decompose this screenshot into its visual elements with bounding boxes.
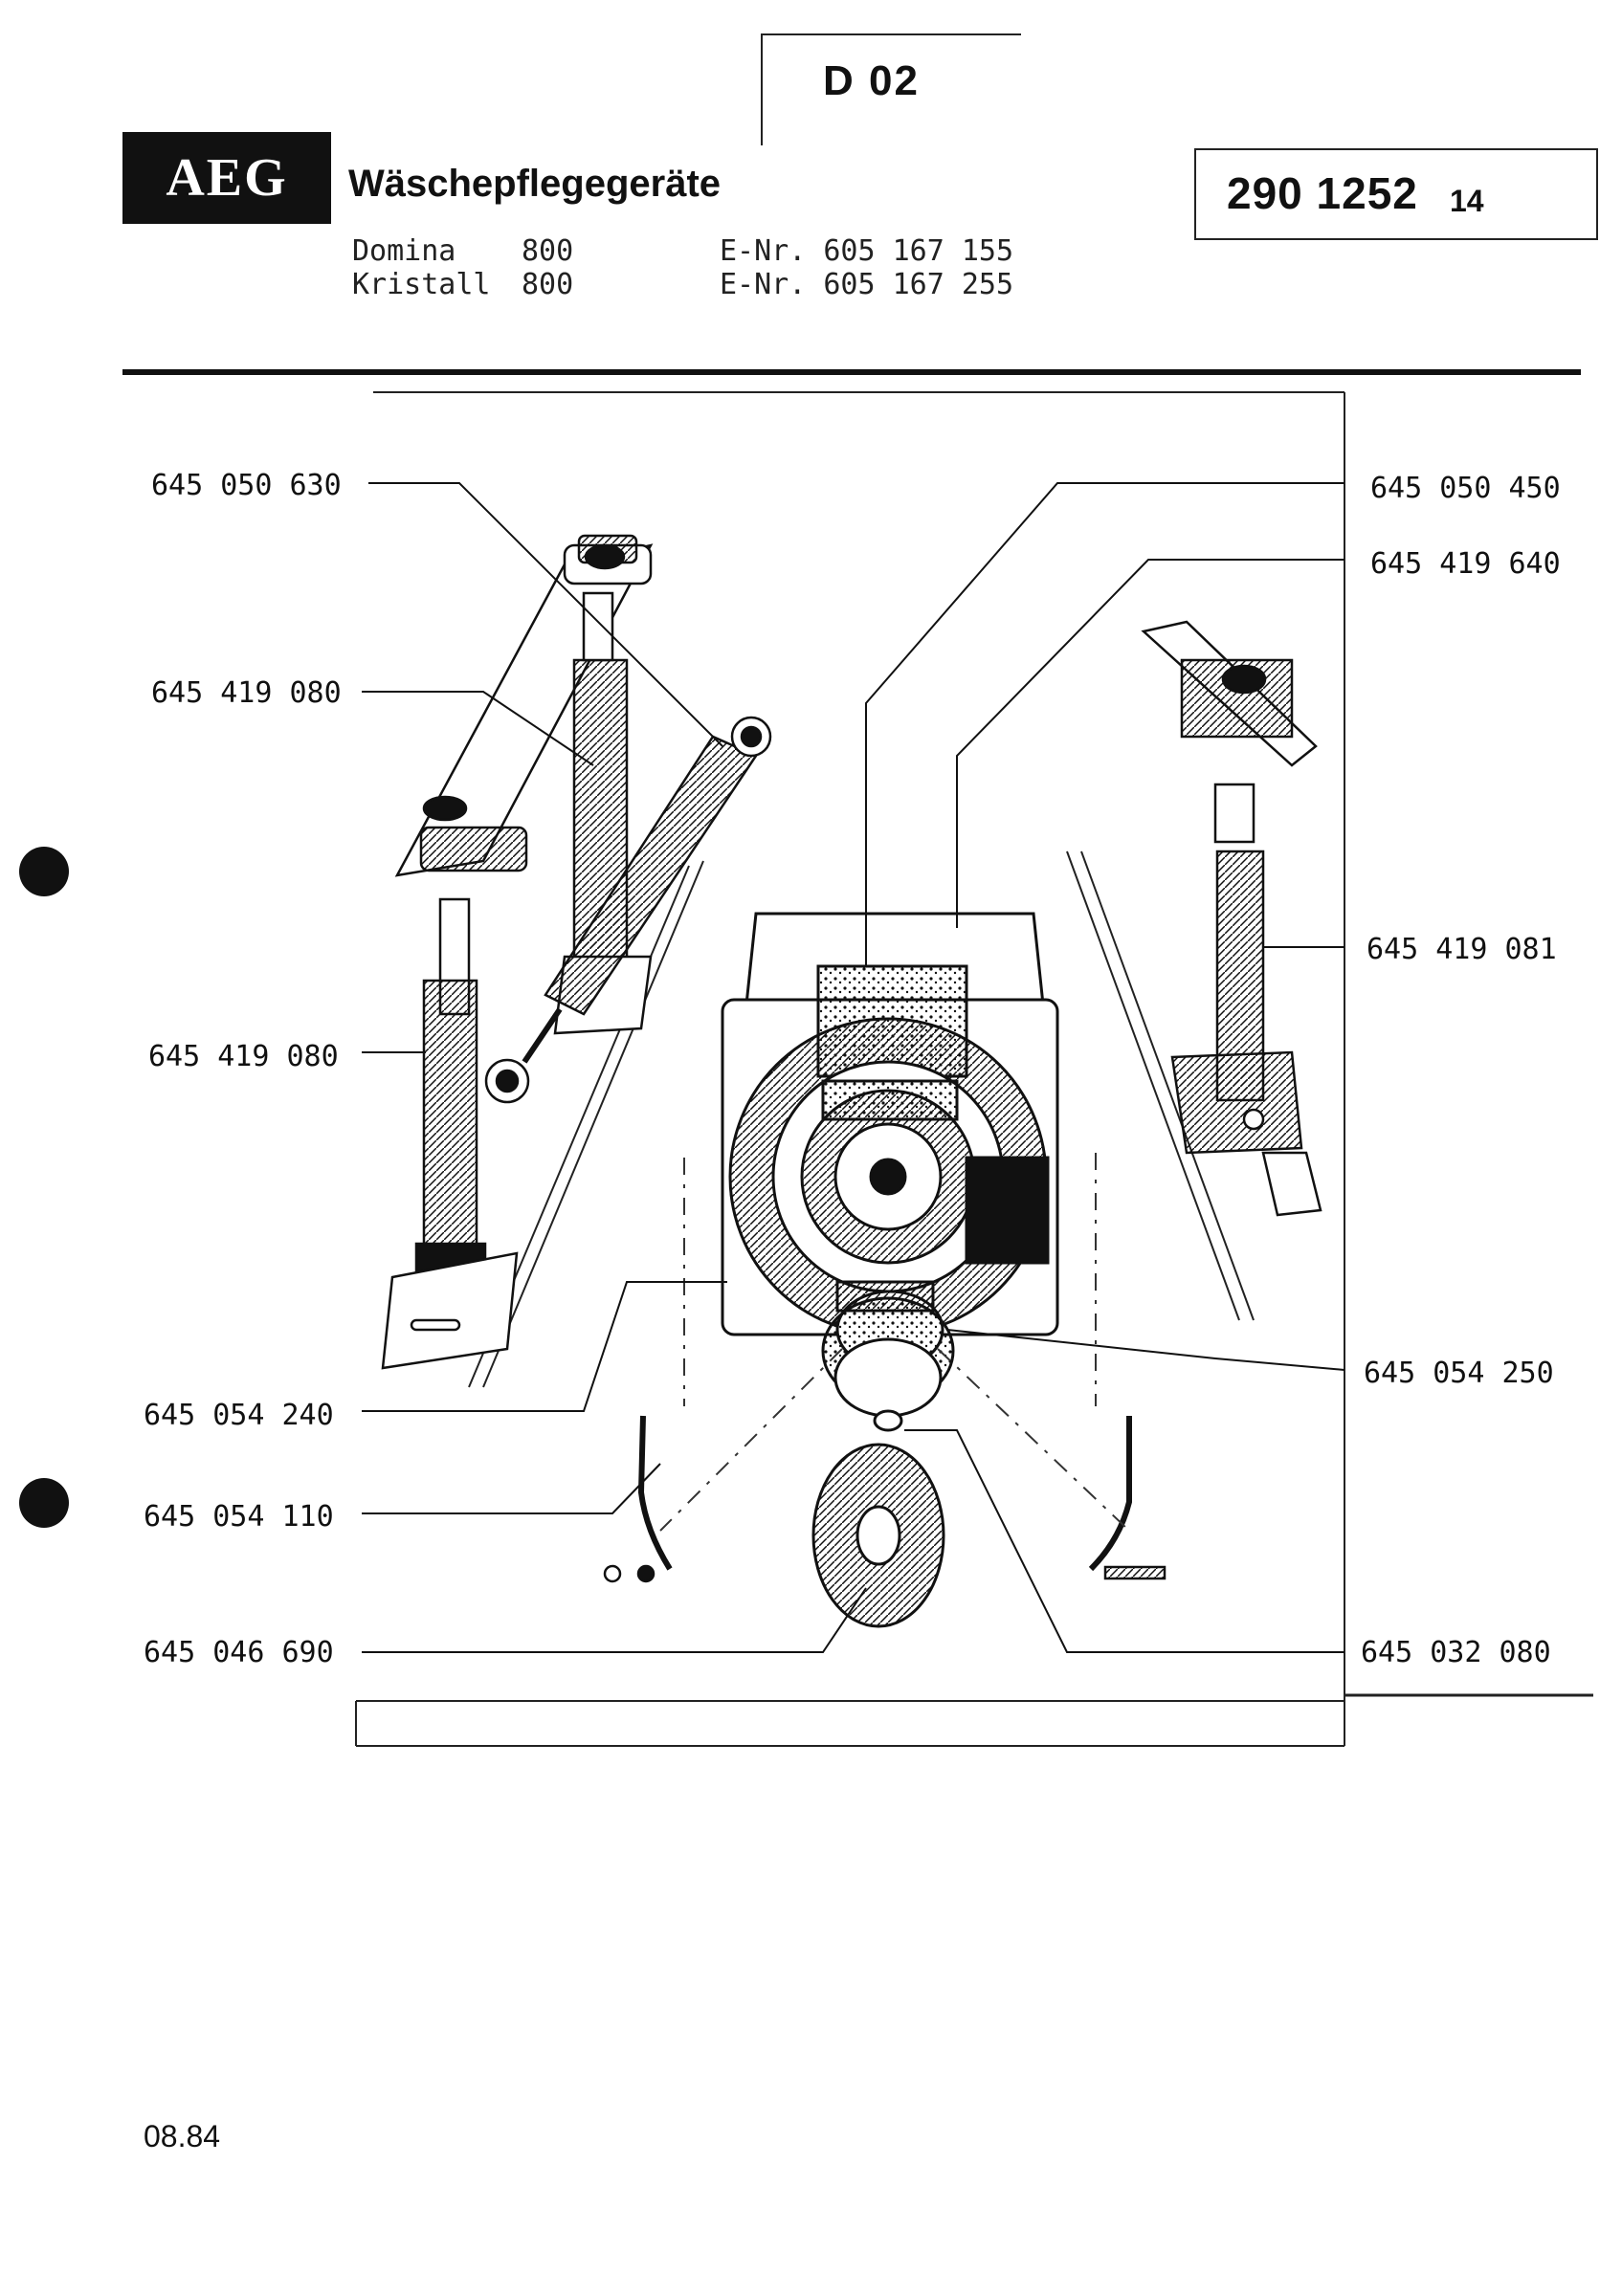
- document-number: 290 1252: [1227, 168, 1418, 218]
- motor-brackets: [637, 1415, 1132, 1572]
- model-name-2: Kristall: [352, 268, 491, 301]
- screws: [603, 1564, 1167, 1583]
- aeg-logo: AEG: [122, 132, 331, 224]
- page-title: Wäschepflegegeräte: [348, 163, 722, 205]
- fan-wheel: [811, 1409, 945, 1628]
- diagram-frame: [355, 391, 1593, 1747]
- part-label-645-419-080-upper: 645 419 080: [151, 676, 342, 710]
- section-code: D 02: [823, 57, 920, 104]
- header-rule: [122, 369, 1581, 375]
- part-label-645-032-080: 645 032 080: [1361, 1636, 1551, 1669]
- part-label-645-050-450: 645 050 450: [1370, 472, 1561, 505]
- right-suspension-assembly: [1141, 620, 1322, 1217]
- part-label-645-419-081: 645 419 081: [1366, 933, 1557, 966]
- issue-date: 08.84: [144, 2119, 221, 2153]
- motor-housing: [721, 912, 1059, 1336]
- diagonal-damper: [484, 716, 772, 1104]
- part-label-645-419-080-lower: 645 419 080: [148, 1040, 339, 1073]
- part-label-645-054-240: 645 054 240: [144, 1399, 334, 1432]
- part-label-645-419-640: 645 419 640: [1370, 547, 1561, 581]
- document-number-suffix: 14: [1450, 184, 1484, 218]
- model-enr-1: E-Nr. 605 167 155: [720, 234, 1014, 268]
- part-label-645-054-110: 645 054 110: [144, 1500, 334, 1534]
- pulley-assembly: [821, 1280, 955, 1418]
- part-label-645-046-690: 645 046 690: [144, 1636, 334, 1669]
- punch-hole-top: [19, 847, 69, 896]
- part-label-645-054-250: 645 054 250: [1364, 1357, 1554, 1390]
- leader-lines: [362, 482, 1345, 1653]
- model-enr-2: E-Nr. 605 167 255: [720, 268, 1014, 301]
- section-code-box: [761, 33, 1021, 145]
- model-type-1: 800: [522, 234, 574, 268]
- document-number-box: [1194, 148, 1598, 240]
- model-type-2: 800: [522, 268, 574, 301]
- punch-hole-bottom: [19, 1478, 69, 1528]
- part-label-645-050-630: 645 050 630: [151, 469, 342, 502]
- model-name-1: Domina: [352, 234, 456, 268]
